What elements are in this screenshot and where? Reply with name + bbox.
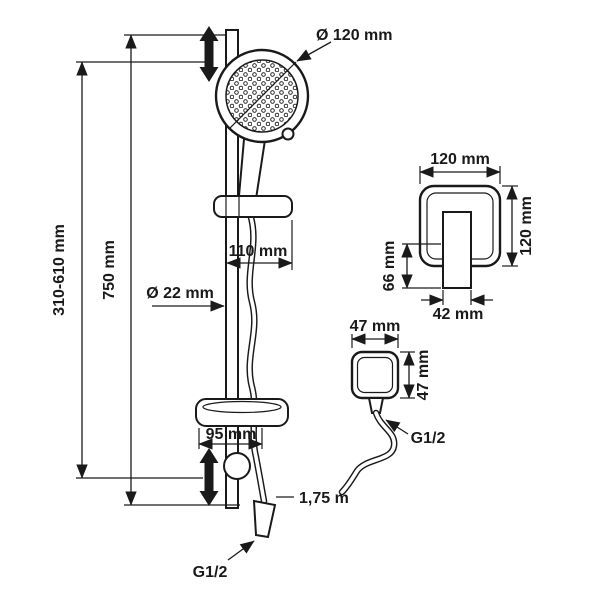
adjust-range-label: 310-610 mm <box>51 224 68 316</box>
head-diameter-label: Ø 120 mm <box>316 27 392 44</box>
dim-bracket-width: 120 mm <box>419 151 501 184</box>
bar-length-label: 750 mm <box>101 240 118 300</box>
soap-dish <box>195 398 289 427</box>
hose-connection-label: G1/2 <box>193 564 228 581</box>
hose-length-label: 1,75 m <box>299 490 349 507</box>
dim-holder-offset: 110 mm <box>226 220 293 270</box>
dim-hose-connection: G1/2 <box>193 540 255 581</box>
dim-hose-length: 1,75 m <box>276 490 349 507</box>
elbow-hose <box>338 409 398 496</box>
adjust-arrow-top <box>199 26 219 82</box>
dim-head-diameter: Ø 120 mm <box>228 27 392 130</box>
dim-bar-diameter: Ø 22 mm <box>146 285 225 312</box>
spray-mode-button <box>281 127 295 141</box>
bracket-width-label: 120 mm <box>430 151 490 168</box>
bracket-clamp-height-label: 66 mm <box>381 241 398 292</box>
adjust-arrow-bottom <box>199 448 219 506</box>
elbow-height-label: 47 mm <box>415 350 432 401</box>
hose-end-fitting <box>252 499 277 539</box>
wall-bracket-detail <box>418 184 502 289</box>
slider-bracket <box>213 195 293 218</box>
soap-dish-width-label: 95 mm <box>206 426 257 443</box>
dim-bracket-height: 120 mm <box>502 185 535 267</box>
bracket-clamp-width-label: 42 mm <box>433 306 484 323</box>
dim-elbow-connection: G1/2 <box>385 419 446 447</box>
dim-adjust-range: 310-610 mm <box>51 61 206 479</box>
dim-bar-length: 750 mm <box>101 34 240 506</box>
elbow-width-label: 47 mm <box>350 318 401 335</box>
elbow-connection-label: G1/2 <box>411 430 446 447</box>
shower-rail <box>225 29 239 509</box>
dim-bracket-clamp-height: 66 mm <box>381 241 441 292</box>
bar-diameter-label: Ø 22 mm <box>146 285 214 302</box>
bracket-height-label: 120 mm <box>518 196 535 256</box>
dim-elbow-width: 47 mm <box>350 318 401 348</box>
wall-elbow-detail <box>350 350 400 414</box>
bracket-clamp <box>442 211 472 289</box>
holder-offset-label: 110 mm <box>229 243 288 260</box>
shower-hose <box>246 210 277 539</box>
dim-soap-dish-width: 95 mm <box>198 426 263 450</box>
bottom-fixing-knob <box>223 452 251 480</box>
elbow-neck <box>367 397 385 414</box>
dim-elbow-height: 47 mm <box>400 350 432 401</box>
dim-bracket-clamp-width: 42 mm <box>421 290 493 323</box>
